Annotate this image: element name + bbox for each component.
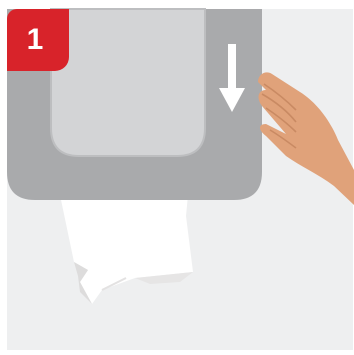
paper-towel-icon: [60, 195, 193, 304]
step-number-badge: 1: [7, 9, 69, 71]
hand-icon: [258, 72, 354, 205]
